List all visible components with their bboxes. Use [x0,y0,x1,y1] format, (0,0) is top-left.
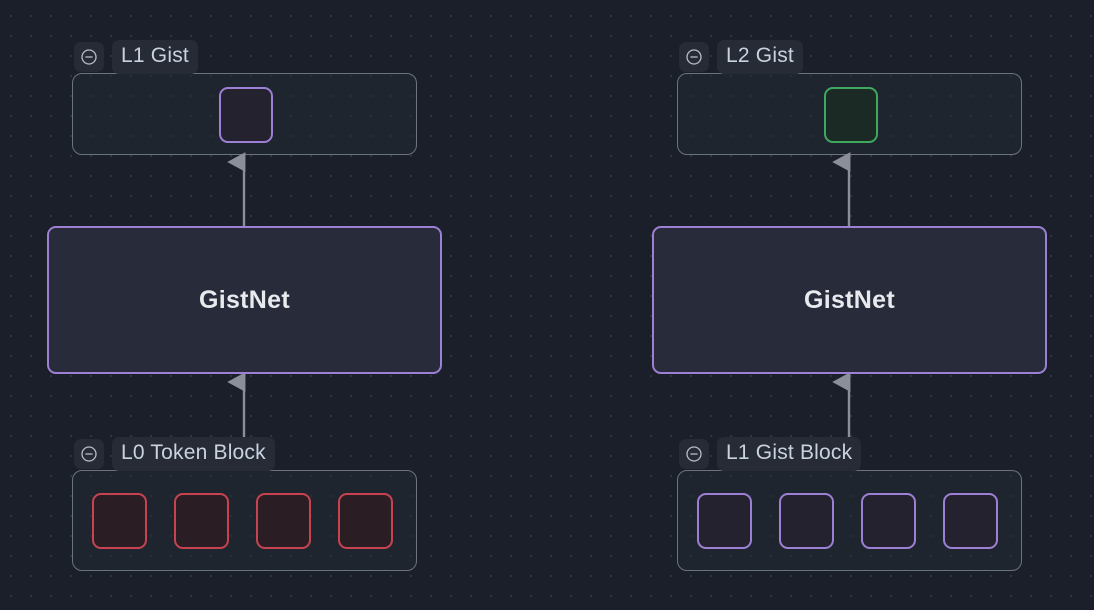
minus-circle-icon [81,49,97,65]
token-l0-2[interactable] [256,493,311,549]
process-node-gistnet-right[interactable]: GistNet [652,226,1047,374]
node-label-l1-gist-block[interactable]: L1 Gist Block [717,437,862,471]
node-header-l2-gist: L2 Gist [679,40,803,74]
token-l1-0[interactable] [697,493,752,549]
node-header-l1-gist-block: L1 Gist Block [679,437,862,471]
group-node-l0-token-block[interactable] [72,470,417,571]
node-header-l0-token-block: L0 Token Block [74,437,275,471]
collapse-button-l2-gist[interactable] [679,42,709,72]
token-l0-3[interactable] [338,493,393,549]
minus-circle-icon [686,49,702,65]
node-label-l2-gist[interactable]: L2 Gist [717,40,803,74]
token-l0-0[interactable] [92,493,147,549]
node-label-l1-gist[interactable]: L1 Gist [112,40,198,74]
token-gist-l2-0[interactable] [824,87,878,143]
process-node-label: GistNet [803,285,895,314]
process-node-label: GistNet [198,285,290,314]
collapse-button-l0-token-block[interactable] [74,439,104,469]
token-l1-3[interactable] [943,493,998,549]
minus-circle-icon [81,446,97,462]
minus-circle-icon [686,446,702,462]
collapse-button-l1-gist-block[interactable] [679,439,709,469]
process-node-gistnet-left[interactable]: GistNet [47,226,442,374]
token-gist-l1-0[interactable] [219,87,273,143]
collapse-button-l1-gist[interactable] [74,42,104,72]
token-l1-1[interactable] [779,493,834,549]
token-l1-2[interactable] [861,493,916,549]
group-node-l1-gist[interactable] [72,73,417,155]
node-label-l0-token-block[interactable]: L0 Token Block [112,437,275,471]
group-node-l2-gist[interactable] [677,73,1022,155]
node-header-l1-gist: L1 Gist [74,40,198,74]
group-node-l1-gist-block[interactable] [677,470,1022,571]
token-l0-1[interactable] [174,493,229,549]
